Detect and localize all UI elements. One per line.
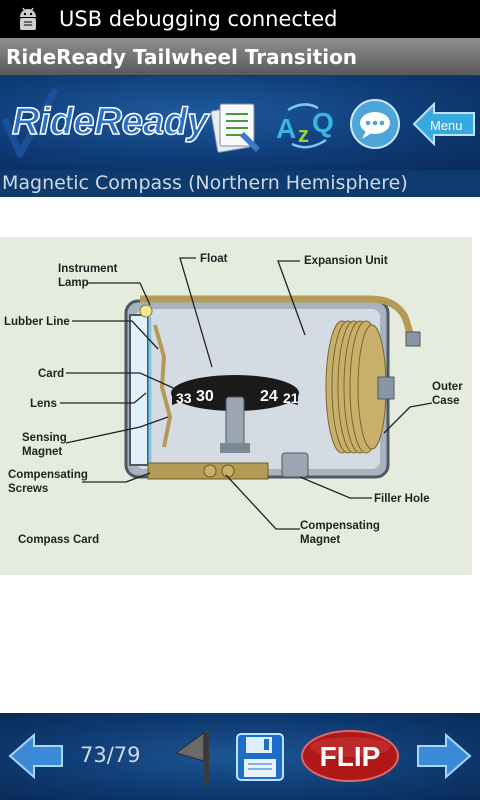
compass-diagram: 33 30 24 21 — [0, 237, 472, 575]
label-outer-case-2: Case — [432, 395, 460, 407]
label-expansion-unit: Expansion Unit — [304, 255, 388, 267]
svg-text:Q: Q — [312, 107, 334, 138]
label-filler-hole: Filler Hole — [374, 493, 430, 505]
svg-text:z: z — [298, 122, 309, 147]
label-compensating-magnet-2: Magnet — [300, 534, 340, 546]
arrow-right-icon — [417, 732, 472, 780]
label-instrument-lamp-1: Instrument — [58, 263, 118, 275]
flip-label: FLIP — [320, 741, 381, 772]
floppy-disk-icon — [236, 733, 284, 781]
svg-text:A: A — [276, 113, 296, 144]
menu-button[interactable]: Menu — [412, 100, 476, 148]
logo-text: RideReady — [12, 101, 210, 143]
card-number-24: 24 — [260, 388, 278, 405]
arrow-left-icon — [8, 732, 63, 780]
next-page-button[interactable] — [416, 732, 472, 780]
save-button[interactable] — [234, 731, 286, 783]
page-counter: 73/79 — [80, 743, 141, 767]
label-float: Float — [200, 253, 228, 265]
flip-button[interactable]: FLIP — [300, 729, 400, 783]
menu-arrow-icon: Menu — [412, 101, 475, 147]
rideready-logo[interactable]: RideReady — [2, 84, 264, 164]
label-compensating-screws-1: Compensating — [8, 469, 88, 481]
label-outer-case-1: Outer — [432, 381, 463, 393]
bookmark-flag-button[interactable] — [172, 727, 216, 787]
flag-icon — [174, 731, 209, 785]
chat-bubble-icon — [350, 99, 400, 149]
android-debug-icon — [20, 7, 36, 30]
page-title: Magnetic Compass (Northern Hemisphere) — [2, 172, 408, 194]
app-title: RideReady Tailwheel Transition — [6, 44, 358, 69]
label-lens: Lens — [30, 398, 57, 410]
status-text: USB debugging connected — [59, 7, 338, 31]
page-heading-bar: Magnetic Compass (Northern Hemisphere) — [0, 170, 480, 197]
previous-page-button[interactable] — [8, 732, 64, 780]
card-number-30: 30 — [196, 388, 214, 405]
card-number-33: 33 — [176, 390, 192, 406]
menu-label: Menu — [430, 118, 463, 133]
title-bar: RideReady Tailwheel Transition — [0, 38, 480, 76]
label-instrument-lamp-2: Lamp — [58, 277, 89, 289]
status-bar: USB debugging connected — [0, 0, 480, 38]
label-compensating-magnet-1: Compensating — [300, 520, 380, 532]
label-lubber-line: Lubber Line — [4, 316, 70, 328]
chat-button[interactable] — [350, 99, 400, 149]
bottom-toolbar: 73/79 FLIP — [0, 713, 480, 800]
label-sensing-magnet-2: Magnet — [22, 446, 62, 458]
header-banner: RideReady A z Q — [0, 76, 480, 170]
content-area: 33 30 24 21 — [0, 197, 480, 713]
label-compensating-screws-2: Screws — [8, 483, 48, 495]
card-number-21: 21 — [283, 390, 299, 406]
label-compass-card: Compass Card — [18, 534, 99, 546]
label-card: Card — [38, 368, 64, 380]
label-sensing-magnet-1: Sensing — [22, 432, 67, 444]
a-to-z-button[interactable]: A z Q — [274, 98, 338, 150]
a-to-z-icon: A z Q — [276, 103, 334, 149]
